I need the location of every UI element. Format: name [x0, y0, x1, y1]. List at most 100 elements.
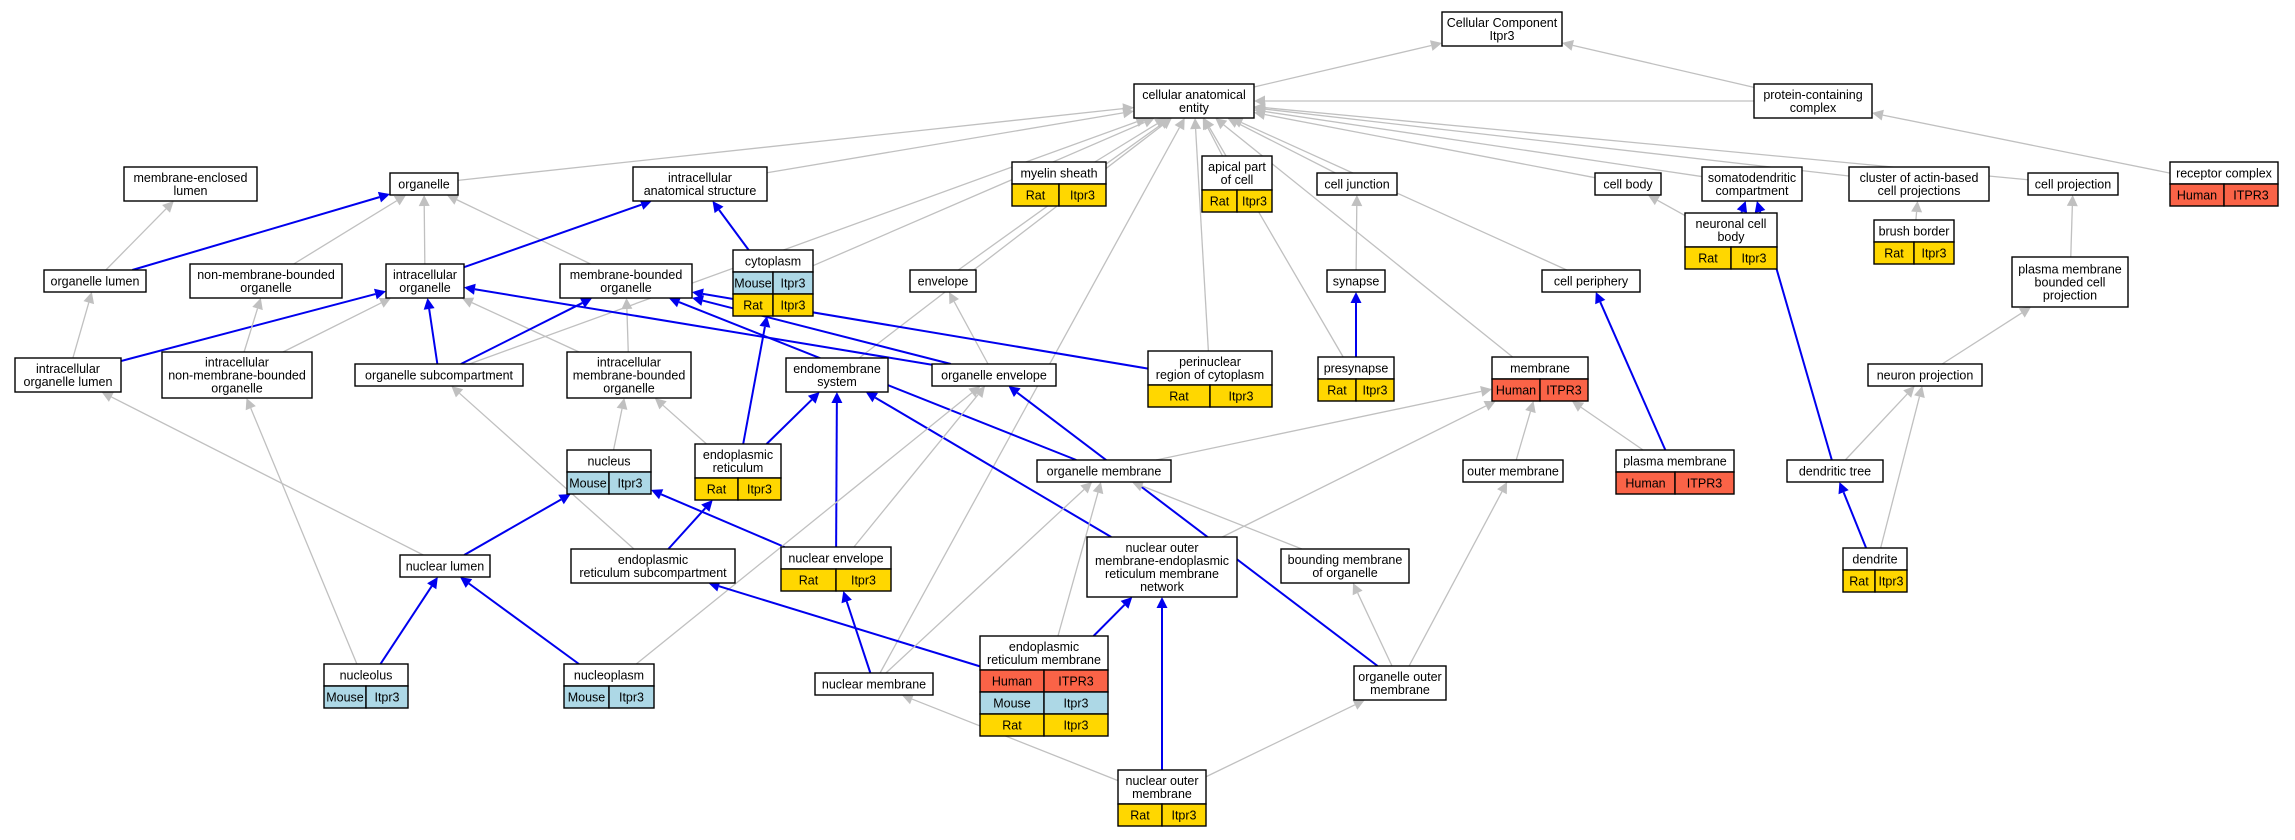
node-cp[interactable]: cell projection — [2027, 172, 2119, 196]
node-label: nucleoplasm — [574, 668, 644, 682]
node-np[interactable]: neuron projection — [1867, 363, 1983, 387]
species-label: Rat — [1026, 189, 1046, 203]
arrowhead — [1120, 597, 1133, 609]
node-label: compartment — [1716, 184, 1789, 198]
node-outm[interactable]: outer membrane — [1462, 459, 1564, 483]
arrowhead — [841, 591, 852, 604]
node-dt[interactable]: dendritic tree — [1786, 459, 1884, 483]
node-oe[interactable]: organelle envelope — [931, 363, 1057, 387]
node-nomer[interactable]: nuclear outermembrane-endoplasmicreticul… — [1086, 536, 1238, 598]
node-label: brush border — [1879, 224, 1950, 238]
node-os[interactable]: organelle subcompartment — [354, 363, 524, 387]
edge-line — [766, 112, 1124, 174]
node-cb[interactable]: cell body — [1594, 172, 1662, 196]
edge-os-to-io — [423, 298, 439, 365]
edge-bb-to-cabp — [1911, 201, 1923, 221]
edge-nuc-to-imbo — [612, 398, 628, 451]
node-nl[interactable]: nuclear lumen — [399, 554, 491, 578]
node-inmbo[interactable]: intracellularnon-membrane-boundedorganel… — [161, 351, 313, 399]
node-nm[interactable]: nuclear membrane — [814, 672, 934, 696]
node-label: receptor complex — [2176, 166, 2273, 180]
edge-npl-to-oe — [635, 386, 981, 665]
node-cper[interactable]: cell periphery — [1541, 269, 1641, 293]
node-ol[interactable]: organelle lumen — [43, 269, 147, 293]
arrowhead — [1122, 107, 1134, 119]
edge-line — [1515, 411, 1532, 461]
edge-ol-to-mel — [105, 201, 174, 271]
edge-line — [1915, 211, 1918, 221]
gene-label: Itpr3 — [747, 483, 772, 497]
edge-line — [874, 396, 1112, 538]
arrowhead — [1595, 292, 1606, 305]
species-label: Human — [992, 675, 1032, 689]
gene-label: Itpr3 — [1921, 247, 1946, 261]
edge-oe-to-io — [464, 283, 933, 366]
edge-line — [1880, 396, 1921, 549]
species-label: Rat — [1130, 809, 1150, 823]
node-label: nuclear outer — [1126, 541, 1199, 555]
gene-cell — [1355, 378, 1395, 402]
node-cj[interactable]: cell junction — [1316, 172, 1398, 196]
node-label: membrane-bounded — [570, 268, 683, 282]
node-box — [1594, 172, 1662, 196]
node-label: Itpr3 — [1489, 29, 1514, 43]
edge-line — [428, 308, 439, 365]
node-label: endoplasmic — [1009, 640, 1079, 654]
gene-label: Itpr3 — [1242, 195, 1267, 209]
node-box — [1133, 83, 1255, 119]
edge-line — [953, 301, 989, 365]
node-label: presynapse — [1324, 361, 1389, 375]
node-env[interactable]: envelope — [909, 269, 977, 293]
edge-ers-to-os — [451, 386, 635, 550]
node-org[interactable]: organelle — [389, 172, 459, 196]
node-box — [1441, 11, 1563, 47]
node-label: reticulum subcompartment — [579, 566, 727, 580]
edge-line — [1882, 114, 2171, 174]
edge-line — [282, 302, 382, 353]
node-om[interactable]: organelle membrane — [1036, 459, 1172, 483]
edge-line — [460, 302, 583, 365]
edge-line — [1941, 312, 2023, 365]
species-label: Human — [2177, 189, 2217, 203]
node-syn[interactable]: synapse — [1326, 269, 1386, 293]
node-box — [1086, 536, 1238, 598]
edge-nlo-to-nl — [379, 577, 438, 665]
